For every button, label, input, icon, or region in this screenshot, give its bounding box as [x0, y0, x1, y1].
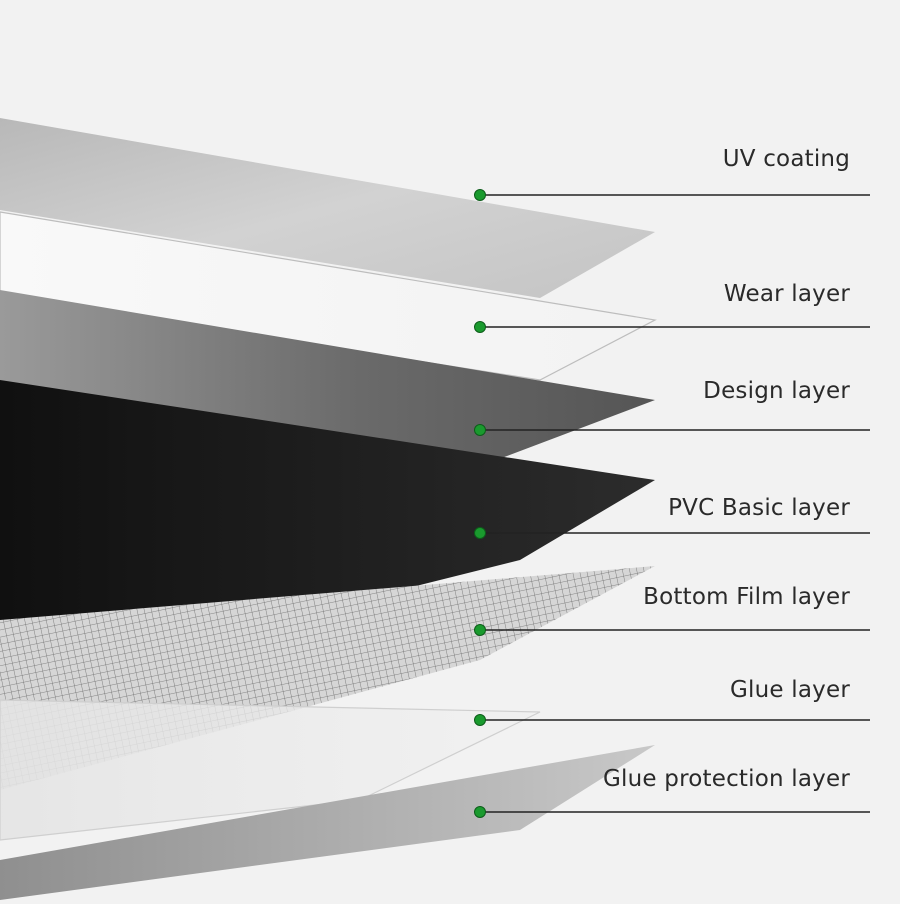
layer-label-5: Bottom Film layer: [643, 584, 850, 610]
marker-dot-5: [474, 624, 486, 636]
layer-sheet-1: [0, 118, 655, 298]
layer-sheet-2: [0, 211, 657, 381]
marker-dot-2: [474, 321, 486, 333]
layer-label-2: Wear layer: [723, 281, 850, 307]
marker-dot-4: [474, 527, 486, 539]
marker-dot-7: [474, 806, 486, 818]
layer-label-7: Glue protection layer: [603, 766, 850, 792]
layer-label-6: Glue layer: [730, 677, 850, 703]
layer-label-3: Design layer: [703, 378, 850, 404]
layer-label-4: PVC Basic layer: [668, 495, 850, 521]
layer-sheet-7: [0, 745, 655, 900]
marker-dot-1: [474, 189, 486, 201]
layer-label-1: UV coating: [722, 146, 850, 172]
marker-dot-6: [474, 714, 486, 726]
marker-dot-3: [474, 424, 486, 436]
